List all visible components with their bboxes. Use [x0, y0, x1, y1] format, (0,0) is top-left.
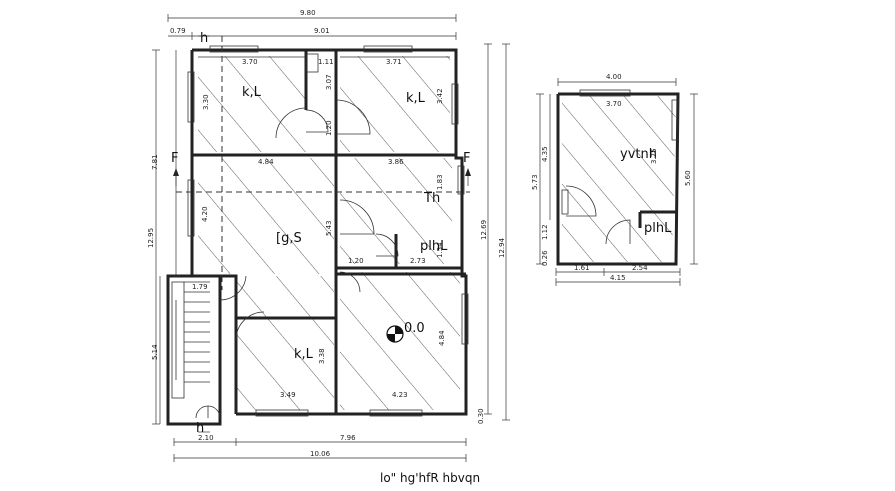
dim-room3-h: 3.38 [318, 348, 326, 364]
dim-room2-w: 3.71 [386, 58, 402, 66]
dim-room1-h: 3.30 [202, 94, 210, 110]
label-entry-bottom: h [196, 421, 204, 436]
label-section-right: F [463, 151, 470, 166]
label-room-kl-1: k,L [242, 85, 262, 100]
main-walls [166, 45, 469, 426]
side-dim-left-lower: 1.12 [541, 224, 549, 240]
dim-room2-h: 3.42 [436, 88, 444, 104]
dim-stair-w: 1.79 [192, 283, 208, 291]
dim-room1-w: 3.70 [242, 58, 258, 66]
side-plan [536, 78, 698, 286]
dim-bottom-total: 10.06 [310, 450, 331, 458]
level-symbol [386, 325, 404, 343]
side-dimension-texts: 4.00 3.70 5.73 4.35 1.12 5.60 3.75 1.61 … [531, 73, 692, 282]
side-dim-bottom-total: 4.15 [610, 274, 626, 282]
side-dim-bottom-b: 2.54 [632, 264, 648, 272]
dim-bottom-mid: 7.96 [340, 434, 356, 442]
label-room-kl-3: k,L [294, 347, 314, 362]
main-dimension-lines [152, 14, 510, 462]
dim-left-total: 12.95 [147, 228, 155, 248]
label-room-gs: [g,S [276, 231, 302, 246]
dim-right-total: 12.69 [480, 220, 488, 240]
dim-mid-w: 1.20 [348, 257, 364, 265]
side-dim-left-upper: 4.35 [541, 146, 549, 162]
label-level: 0.0 [404, 321, 425, 336]
dim-mid-h: 1.20 [325, 120, 333, 136]
main-dimension-texts: 9.80 9.01 0.79 12.95 7.81 5.14 12.69 12.… [147, 9, 506, 458]
dim-room4-h: 4.84 [438, 330, 446, 346]
dim-bath-w: 2.73 [410, 257, 426, 265]
dim-small-w: 1.11 [318, 58, 334, 66]
dim-hall-h: 4.20 [201, 206, 209, 222]
side-dim-left-total: 5.73 [531, 174, 539, 190]
dim-left-lower: 5.14 [151, 344, 159, 360]
side-dim-top: 4.00 [606, 73, 622, 81]
side-dim-right-inner: 3.75 [650, 148, 658, 164]
dim-room3-w: 3.49 [280, 391, 296, 399]
dim-left-upper: 7.81 [151, 154, 159, 170]
label-bath: plhL [420, 239, 448, 254]
drawing-caption: lo" hg'hfR hbvqn [380, 471, 480, 485]
dim-hall-b: 3.86 [388, 158, 404, 166]
label-side-room: yvtnh [620, 147, 657, 162]
dim-room4-w: 4.23 [392, 391, 408, 399]
dim-right-small: 1.83 [436, 174, 444, 190]
dim-top-inner: 9.01 [314, 27, 330, 35]
dim-bottom-left: 2.10 [198, 434, 214, 442]
room-hatching [198, 56, 460, 410]
dim-right-total-2: 12.94 [498, 237, 506, 258]
label-room-kl-2: k,L [406, 91, 426, 106]
side-dim-bottom-edge: 0.26 [541, 250, 549, 266]
label-side-bath: plhL [644, 221, 672, 236]
label-toilet: Th [423, 191, 440, 206]
label-entry-top: h [200, 31, 208, 46]
dim-bottom-edge: 0.30 [477, 408, 485, 424]
side-dim-inner: 3.70 [606, 100, 622, 108]
dim-hall-h2: 5.43 [325, 220, 333, 236]
dim-top-total: 9.80 [300, 9, 316, 17]
dim-bath-h: 1.54 [436, 242, 444, 258]
dim-small-h: 3.07 [325, 74, 333, 90]
side-dim-bottom-a: 1.61 [574, 264, 590, 272]
label-section-left: F [171, 151, 178, 166]
dim-top-offset: 0.79 [170, 27, 186, 35]
room-labels: k,L k,L [g,S k,L plhL Th 0.0 h h F F [171, 31, 470, 436]
dim-hall-a: 4.84 [258, 158, 274, 166]
side-dim-right-total: 5.60 [684, 170, 692, 186]
